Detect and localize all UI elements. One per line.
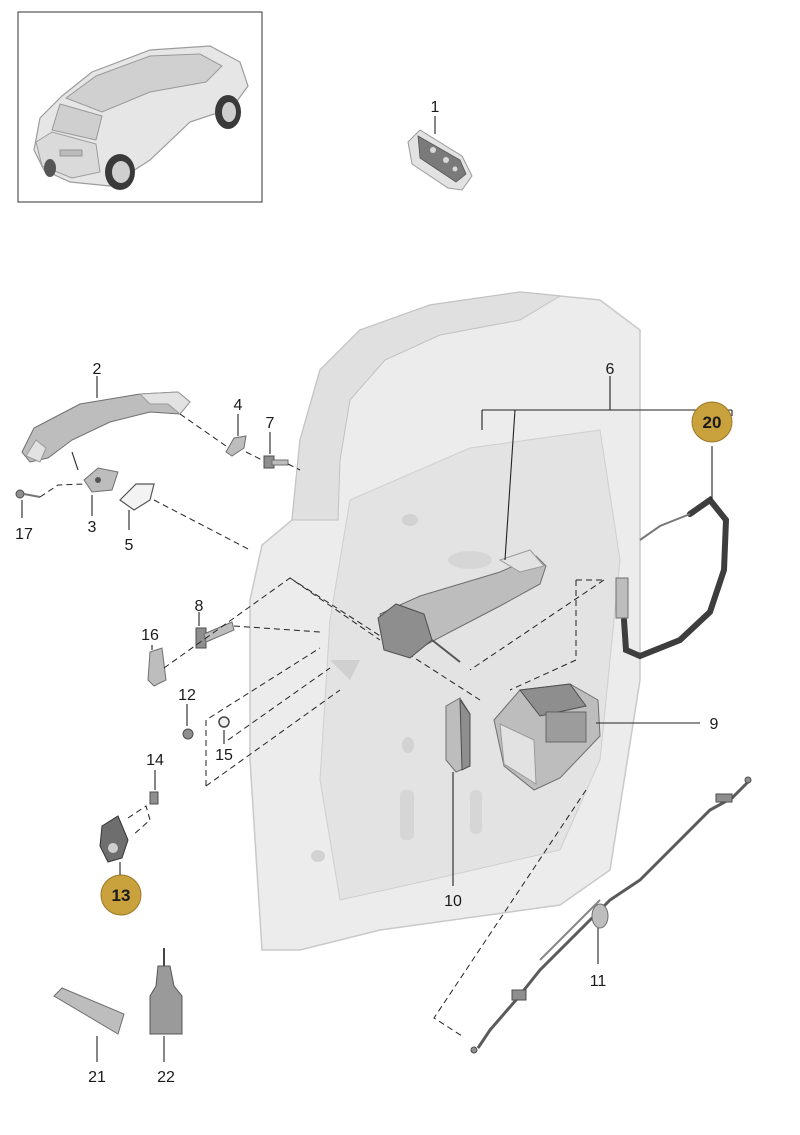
part-9-lock — [493, 683, 700, 791]
label-part-1: 1 — [431, 99, 440, 116]
part-16-cap — [147, 645, 167, 687]
badge-part-20: 20 — [691, 401, 733, 443]
label-part-9: 9 — [710, 716, 719, 733]
part-20-cable — [469, 446, 730, 691]
label-part-2: 2 — [93, 361, 102, 378]
part-6-handle-assembly — [377, 376, 733, 663]
assembly-lines-handle — [39, 413, 301, 551]
part-2-exterior-handle — [21, 376, 191, 463]
label-part-17: 17 — [15, 526, 33, 543]
badge-part-13-label: 13 — [112, 886, 131, 905]
label-part-7: 7 — [266, 415, 275, 432]
label-part-12: 12 — [178, 687, 196, 704]
label-part-16: 16 — [141, 627, 159, 644]
badge-part-13: 13 — [100, 874, 142, 916]
part-4-clip — [225, 414, 247, 457]
part-10-trim — [445, 697, 471, 886]
label-part-21: 21 — [88, 1069, 106, 1086]
label-part-3: 3 — [88, 519, 97, 536]
part-21-tube — [53, 987, 125, 1062]
label-part-5: 5 — [125, 537, 134, 554]
label-part-4: 4 — [234, 397, 243, 414]
label-part-6: 6 — [606, 361, 615, 378]
part-15-grommet — [218, 716, 230, 744]
part-11-release-cable — [433, 776, 752, 1054]
part-3-bracket — [71, 451, 119, 516]
part-8-bolt — [195, 612, 235, 649]
part-12-plug — [182, 704, 194, 740]
part-5-gasket — [119, 483, 155, 530]
part-17-screw — [15, 489, 41, 518]
label-part-8: 8 — [195, 598, 204, 615]
vehicle-thumbnail — [17, 11, 263, 203]
label-part-14: 14 — [146, 752, 164, 769]
part-14-screw — [149, 770, 159, 805]
label-part-10: 10 — [444, 893, 462, 910]
part-1-key-fob — [407, 116, 473, 191]
badge-part-20-label: 20 — [703, 413, 722, 432]
label-part-22: 22 — [157, 1069, 175, 1086]
part-13-striker — [99, 805, 151, 878]
part-22-bottle — [149, 948, 183, 1062]
label-part-15: 15 — [215, 747, 233, 764]
part-7-screw — [263, 432, 289, 469]
label-part-11: 11 — [590, 973, 607, 990]
